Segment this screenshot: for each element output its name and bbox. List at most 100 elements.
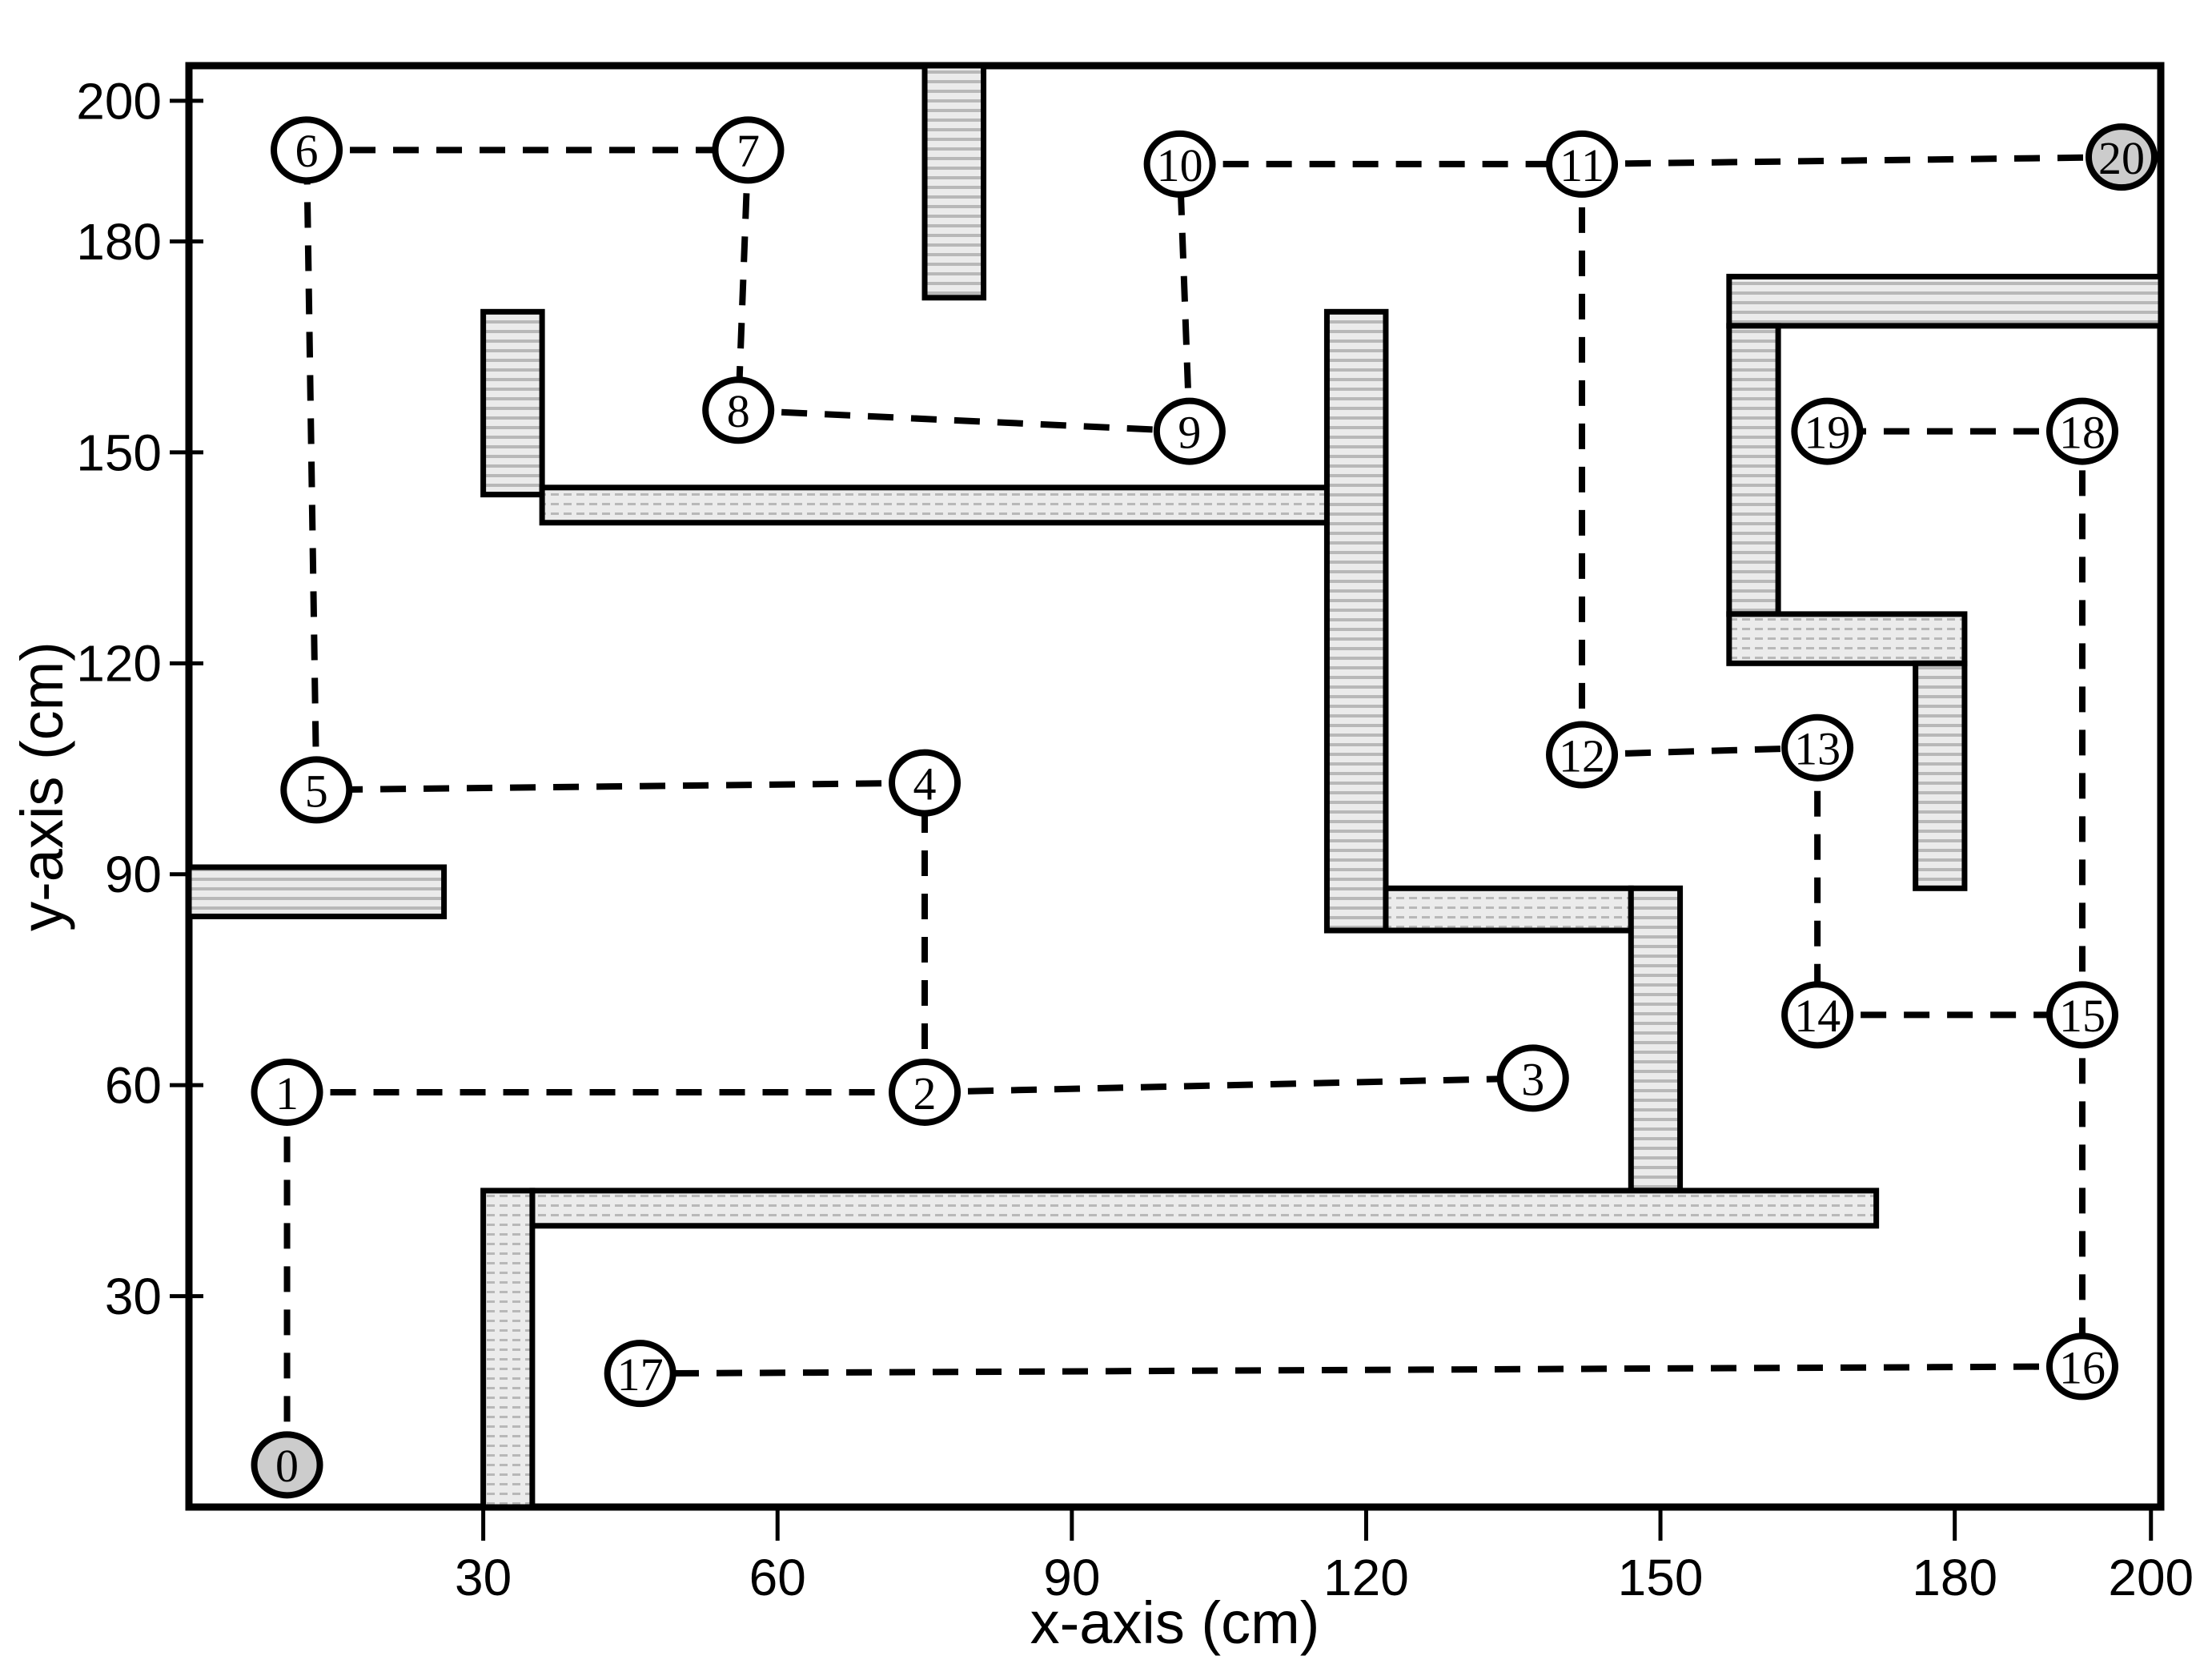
node-7: 7 xyxy=(712,116,785,184)
node-circle xyxy=(1496,1044,1569,1112)
edge-7-8 xyxy=(735,150,752,411)
node-number-label: 5 xyxy=(305,765,328,817)
node-number-label: 1 xyxy=(275,1067,299,1119)
roadmap-edges xyxy=(283,147,2122,1465)
wall-bottom-left-vertical xyxy=(480,1188,536,1510)
wall-upper-left-vertical xyxy=(480,308,545,498)
y-tick-label: 30 xyxy=(105,1268,162,1325)
node-number-label: 8 xyxy=(727,385,750,437)
x-tick-label: 30 xyxy=(455,1549,512,1606)
node-number-label: 0 xyxy=(275,1440,299,1492)
terminal-node-circle xyxy=(2085,123,2158,191)
wall-bottom-long-horizontal xyxy=(529,1188,1880,1229)
node-circle xyxy=(271,116,343,184)
edge-5-6 xyxy=(303,150,320,790)
node-6: 6 xyxy=(271,116,343,184)
obstacle-walls xyxy=(186,62,2164,1510)
y-tick-label: 90 xyxy=(105,846,162,903)
node-circle xyxy=(1791,397,1864,465)
edge-4-5 xyxy=(316,779,925,794)
wall-center-tall-vertical xyxy=(1323,308,1389,934)
edge-12-13 xyxy=(1581,744,1818,758)
edge-2-3 xyxy=(924,1075,1533,1095)
node-18: 18 xyxy=(2045,397,2118,465)
node-12: 12 xyxy=(1546,721,1619,789)
wall-middle-long-horizontal xyxy=(539,484,1379,526)
node-circle xyxy=(1546,130,1619,198)
wall-top-center-vertical xyxy=(921,62,987,301)
edge-8-9 xyxy=(738,407,1190,435)
node-11: 11 xyxy=(1546,130,1619,198)
x-tick-label: 60 xyxy=(749,1549,806,1606)
wall-right-middle-horizontal xyxy=(1726,611,1968,666)
node-16: 16 xyxy=(2045,1332,2118,1401)
node-15: 15 xyxy=(2045,981,2118,1049)
node-number-label: 16 xyxy=(2059,1341,2106,1393)
node-circle xyxy=(251,1058,323,1126)
node-5: 5 xyxy=(280,756,353,824)
y-tick-label: 60 xyxy=(105,1057,162,1115)
node-13: 13 xyxy=(1781,713,1854,782)
node-number-label: 13 xyxy=(1794,723,1841,775)
node-number-label: 20 xyxy=(2098,132,2145,184)
x-tick-label: 90 xyxy=(1043,1549,1100,1606)
y-tick-label: 200 xyxy=(76,72,162,130)
node-number-label: 3 xyxy=(1521,1053,1544,1105)
node-number-label: 4 xyxy=(913,758,937,810)
x-tick-label: 200 xyxy=(2108,1549,2194,1606)
edge-9-10 xyxy=(1176,163,1193,432)
node-19: 19 xyxy=(1791,397,1864,465)
node-number-label: 10 xyxy=(1157,139,1203,191)
wall-top-right-horizontal xyxy=(1726,273,2164,329)
x-tick-label: 120 xyxy=(1323,1549,1409,1606)
node-10: 10 xyxy=(1143,130,1216,198)
y-tick-label: 150 xyxy=(76,424,162,481)
y-tick-label: 120 xyxy=(76,635,162,693)
node-circle xyxy=(604,1340,676,1408)
node-number-label: 15 xyxy=(2059,990,2106,1042)
node-17: 17 xyxy=(604,1340,676,1408)
node-number-label: 2 xyxy=(913,1067,937,1119)
plot-frame xyxy=(185,62,2165,1511)
node-circle xyxy=(2045,981,2118,1049)
wall-center-right-horizontal xyxy=(1383,885,1634,934)
node-2: 2 xyxy=(889,1058,961,1126)
node-14: 14 xyxy=(1781,981,1854,1049)
node-circle xyxy=(702,376,775,444)
node-4: 4 xyxy=(889,749,961,817)
wall-left-edge-horizontal xyxy=(186,864,448,919)
node-circle xyxy=(889,1058,961,1126)
x-tick-label: 150 xyxy=(1618,1549,1704,1606)
node-number-label: 17 xyxy=(617,1348,664,1401)
node-0: 0 xyxy=(251,1431,323,1499)
node-circle xyxy=(1153,397,1226,465)
node-circle xyxy=(280,756,353,824)
node-number-label: 12 xyxy=(1559,730,1605,782)
terminal-node-circle xyxy=(251,1431,323,1499)
wall-center-lower-vertical xyxy=(1628,885,1684,1194)
node-circle xyxy=(2045,397,2118,465)
node-circle xyxy=(1546,721,1619,789)
node-number-label: 18 xyxy=(2059,406,2106,458)
y-axis-title: y-axis (cm) xyxy=(9,641,75,931)
wall-right-lower-vertical xyxy=(1913,660,1968,891)
x-tick-label: 180 xyxy=(1912,1549,1997,1606)
node-circle xyxy=(1143,130,1216,198)
node-circle xyxy=(712,116,785,184)
node-circle xyxy=(2045,1332,2118,1401)
wall-right-upper-vertical xyxy=(1726,323,1781,617)
node-circle xyxy=(889,749,961,817)
x-axis-title: x-axis (cm) xyxy=(1030,1590,1320,1656)
edge-16-17 xyxy=(640,1363,2082,1377)
node-20: 20 xyxy=(2085,123,2158,191)
node-3: 3 xyxy=(1496,1044,1569,1112)
y-tick-label: 180 xyxy=(76,213,162,271)
node-number-label: 14 xyxy=(1794,990,1841,1042)
node-number-label: 6 xyxy=(295,125,319,177)
node-number-label: 9 xyxy=(1178,406,1201,458)
